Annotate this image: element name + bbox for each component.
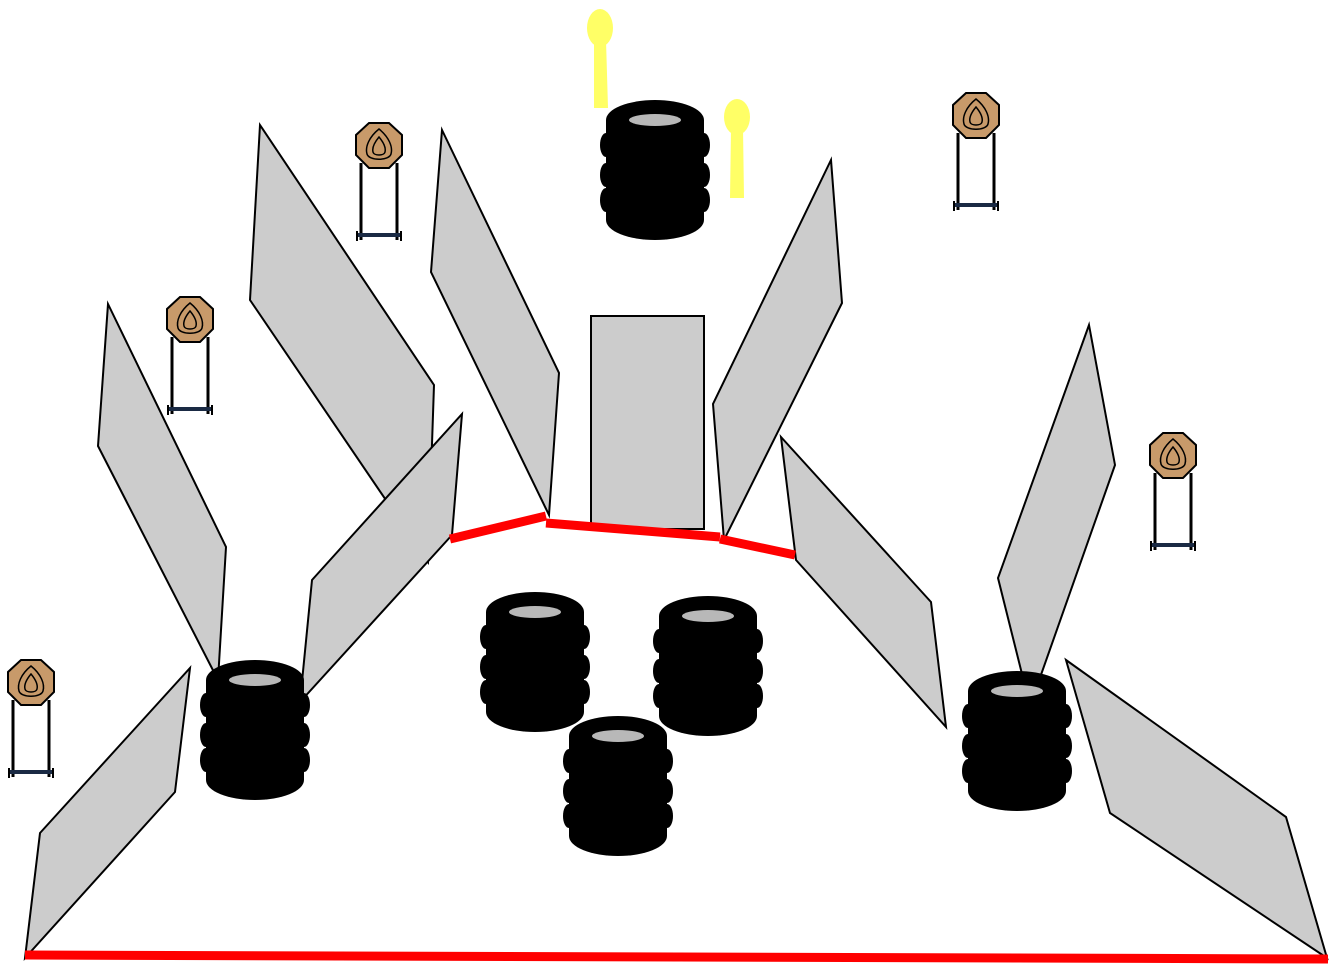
paper-target-1 bbox=[354, 121, 404, 243]
door-panel bbox=[590, 315, 705, 530]
fault-line-segment-2 bbox=[545, 518, 721, 542]
tire-stack-left bbox=[200, 660, 310, 800]
paper-target-3 bbox=[6, 658, 56, 780]
tire-stack-center-1 bbox=[480, 592, 590, 732]
wall-center-left bbox=[429, 126, 561, 519]
fault-line-segment-3 bbox=[719, 534, 796, 560]
steel-poppers bbox=[587, 9, 750, 198]
tire-stack-center-2 bbox=[653, 596, 763, 736]
walls bbox=[23, 121, 1329, 962]
fault-line-segment-1 bbox=[448, 511, 548, 544]
wall-right-bottom bbox=[1064, 657, 1329, 961]
popper-right bbox=[724, 99, 750, 198]
tire-stack-top bbox=[600, 100, 710, 240]
tire-stack-center-3 bbox=[563, 716, 673, 856]
fault-line-bottom bbox=[24, 950, 1329, 964]
paper-target-4 bbox=[951, 91, 1001, 213]
wall-right-far bbox=[996, 321, 1117, 710]
popper-left bbox=[587, 9, 613, 108]
tire-stack-right bbox=[962, 671, 1072, 811]
paper-target-2 bbox=[165, 295, 215, 417]
wall-right-front bbox=[779, 434, 948, 731]
fault-lines bbox=[24, 511, 1329, 964]
paper-target-5 bbox=[1148, 431, 1198, 553]
